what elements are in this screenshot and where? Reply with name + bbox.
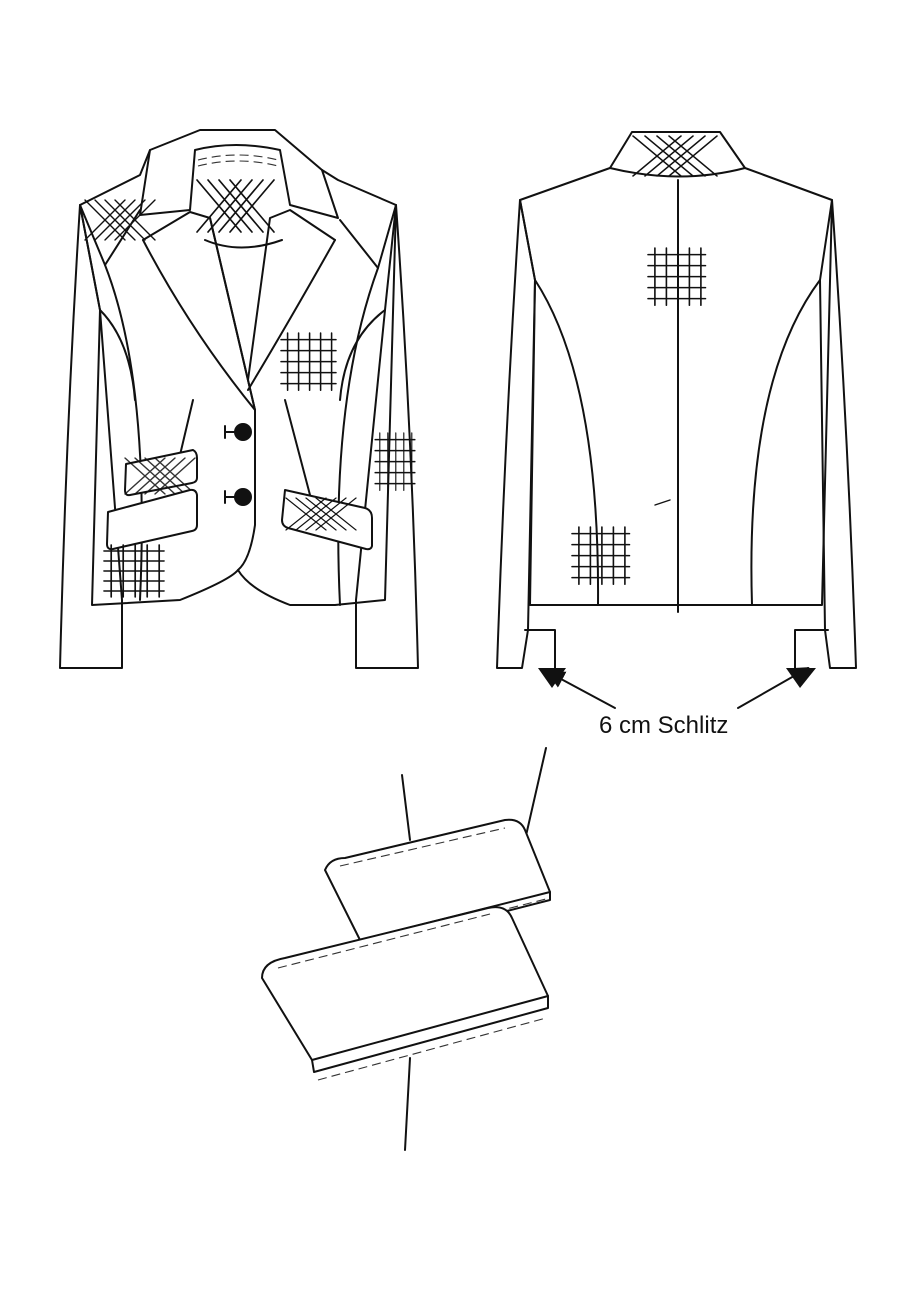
- swatch-back-collar: [632, 135, 718, 177]
- pocket-detail: [261, 747, 551, 1151]
- back-body: [519, 131, 833, 606]
- front-view: [59, 129, 419, 669]
- front-right-sleeve: [355, 204, 419, 669]
- detail-upper-flap: [324, 818, 551, 941]
- swatch-hem: [103, 544, 165, 598]
- swatch-back-lower: [571, 526, 631, 586]
- back-left-sleeve: [496, 199, 536, 669]
- front-left-sleeve: [59, 204, 123, 669]
- swatch-back-upper: [647, 247, 707, 307]
- detail-lower-flap: [261, 906, 549, 1061]
- front-body: [79, 129, 397, 606]
- button-bottom: [234, 488, 252, 506]
- swatch-collar: [196, 179, 275, 233]
- front-left-lower-pocket: [106, 488, 198, 551]
- vent-annotation: 6 cm Schlitz: [538, 667, 816, 739]
- vent-label: 6 cm Schlitz: [599, 712, 728, 739]
- back-right-sleeve: [819, 199, 857, 669]
- front-left-lapel: [142, 211, 256, 411]
- front-collar: [139, 144, 339, 219]
- back-view: [496, 131, 857, 669]
- swatch-shoulder: [84, 199, 156, 241]
- button-top: [234, 423, 252, 441]
- front-right-pocket: [281, 489, 373, 551]
- swatch-chest: [280, 332, 337, 391]
- front-right-lapel: [247, 209, 336, 381]
